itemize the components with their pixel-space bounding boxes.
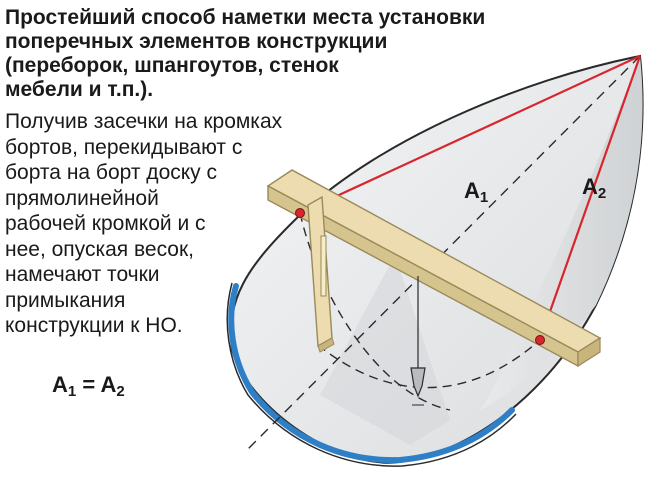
formula-rhs: A <box>100 372 117 397</box>
level-vial <box>320 235 327 297</box>
hull-sheer-edge <box>228 283 515 464</box>
description-line-1: Получив засечки на кромках <box>5 110 283 133</box>
board-end <box>577 336 601 368</box>
plumb-bob <box>410 367 426 398</box>
notch-right <box>535 335 545 345</box>
notch-left <box>295 208 305 218</box>
description-line-8: примыкания <box>5 288 126 312</box>
title-line-4: мебели и т.п.). <box>5 78 154 101</box>
description-line-3: борта на борт доску с <box>5 161 217 184</box>
title-line-1: Простейший способ наметки места установк… <box>5 6 486 29</box>
formula-rhs-sub: 2 <box>116 383 125 400</box>
formula-lhs-sub: 1 <box>67 383 77 400</box>
description-line-5: рабочей кромкой и с <box>5 212 206 235</box>
label-a1-letter: A <box>464 178 480 203</box>
level-post-side <box>317 337 335 353</box>
title-line-2: поперечных элементов конструкции <box>5 30 388 53</box>
section-plane <box>320 255 450 445</box>
measure-line-a2 <box>538 55 642 341</box>
section-curve-upper <box>299 212 451 411</box>
description-line-9: конструкции к НО. <box>5 314 183 337</box>
title-line-3: (переборок, шпангоутов, стенок <box>5 54 339 77</box>
section-curve-lower <box>317 339 541 389</box>
label-a2-letter: A <box>582 174 598 199</box>
description-line-2: бортов, перекидывают с <box>5 135 243 159</box>
formula-equals: = <box>76 372 101 397</box>
label-a1: A1 <box>464 178 488 206</box>
description-line-4: прямолинейной <box>5 186 159 210</box>
equality-formula: A1 = A2 <box>52 372 125 400</box>
measure-line-a1 <box>299 55 641 214</box>
formula-lhs: A <box>52 372 68 397</box>
description-line-7: намечают точки <box>5 263 160 286</box>
label-a1-sub: 1 <box>479 189 489 206</box>
description-line-6: нее, опуская весок, <box>5 237 195 261</box>
diagram-title: Простейший способ наметки места установк… <box>5 6 565 102</box>
label-a2-sub: 2 <box>597 185 607 202</box>
diagram-description: Получив засечки на кромках бортов, перек… <box>5 109 305 339</box>
hull-sheer-edge-outline <box>226 282 517 467</box>
label-a2: A2 <box>582 174 606 202</box>
